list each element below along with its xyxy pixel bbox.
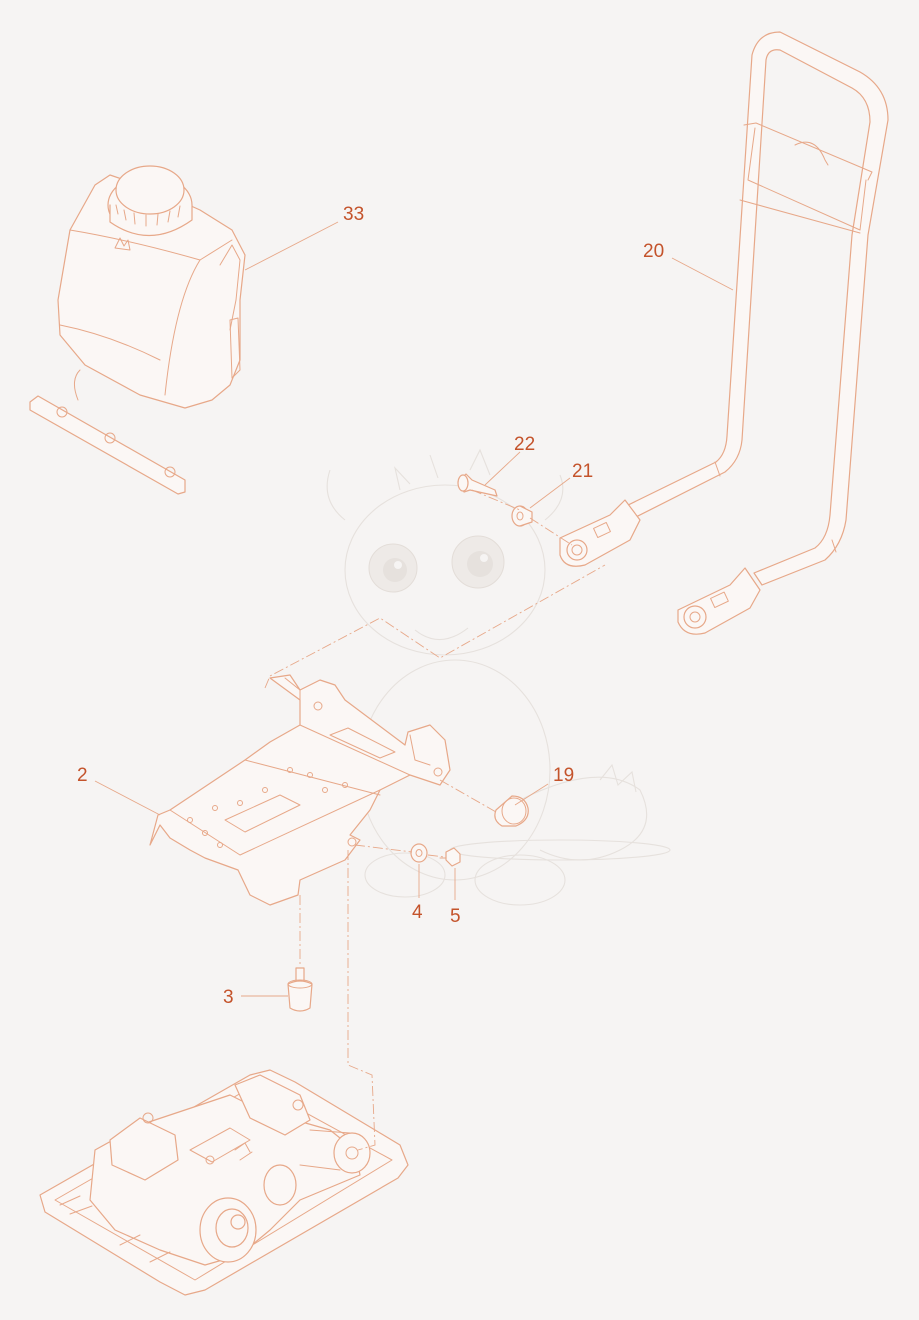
base-plate-compactor [39,1069,409,1296]
leader-lines [94,221,734,997]
part-33-water-tank [29,165,246,495]
callout-5: 5 [450,906,461,927]
callout-21: 21 [572,461,593,482]
part-22-bolt [457,473,498,497]
watermark-dragon [326,448,671,906]
callout-2: 2 [77,765,88,786]
part-19-knob [494,795,529,827]
part-2-frame [149,674,451,906]
assembly-lines [264,489,606,1151]
part-21-bushing [511,505,533,527]
part-20-handle [559,31,889,635]
part-4-washer [410,843,428,863]
callout-33: 33 [343,204,364,225]
callout-22: 22 [514,434,535,455]
callout-labels: 33 20 22 21 19 2 4 5 3 [77,204,664,1008]
callout-4: 4 [412,902,423,923]
part-5-screw [439,847,461,867]
part-3-buffer [287,967,313,1012]
callout-3: 3 [223,987,234,1008]
callout-19: 19 [553,765,574,786]
callout-20: 20 [643,241,664,262]
